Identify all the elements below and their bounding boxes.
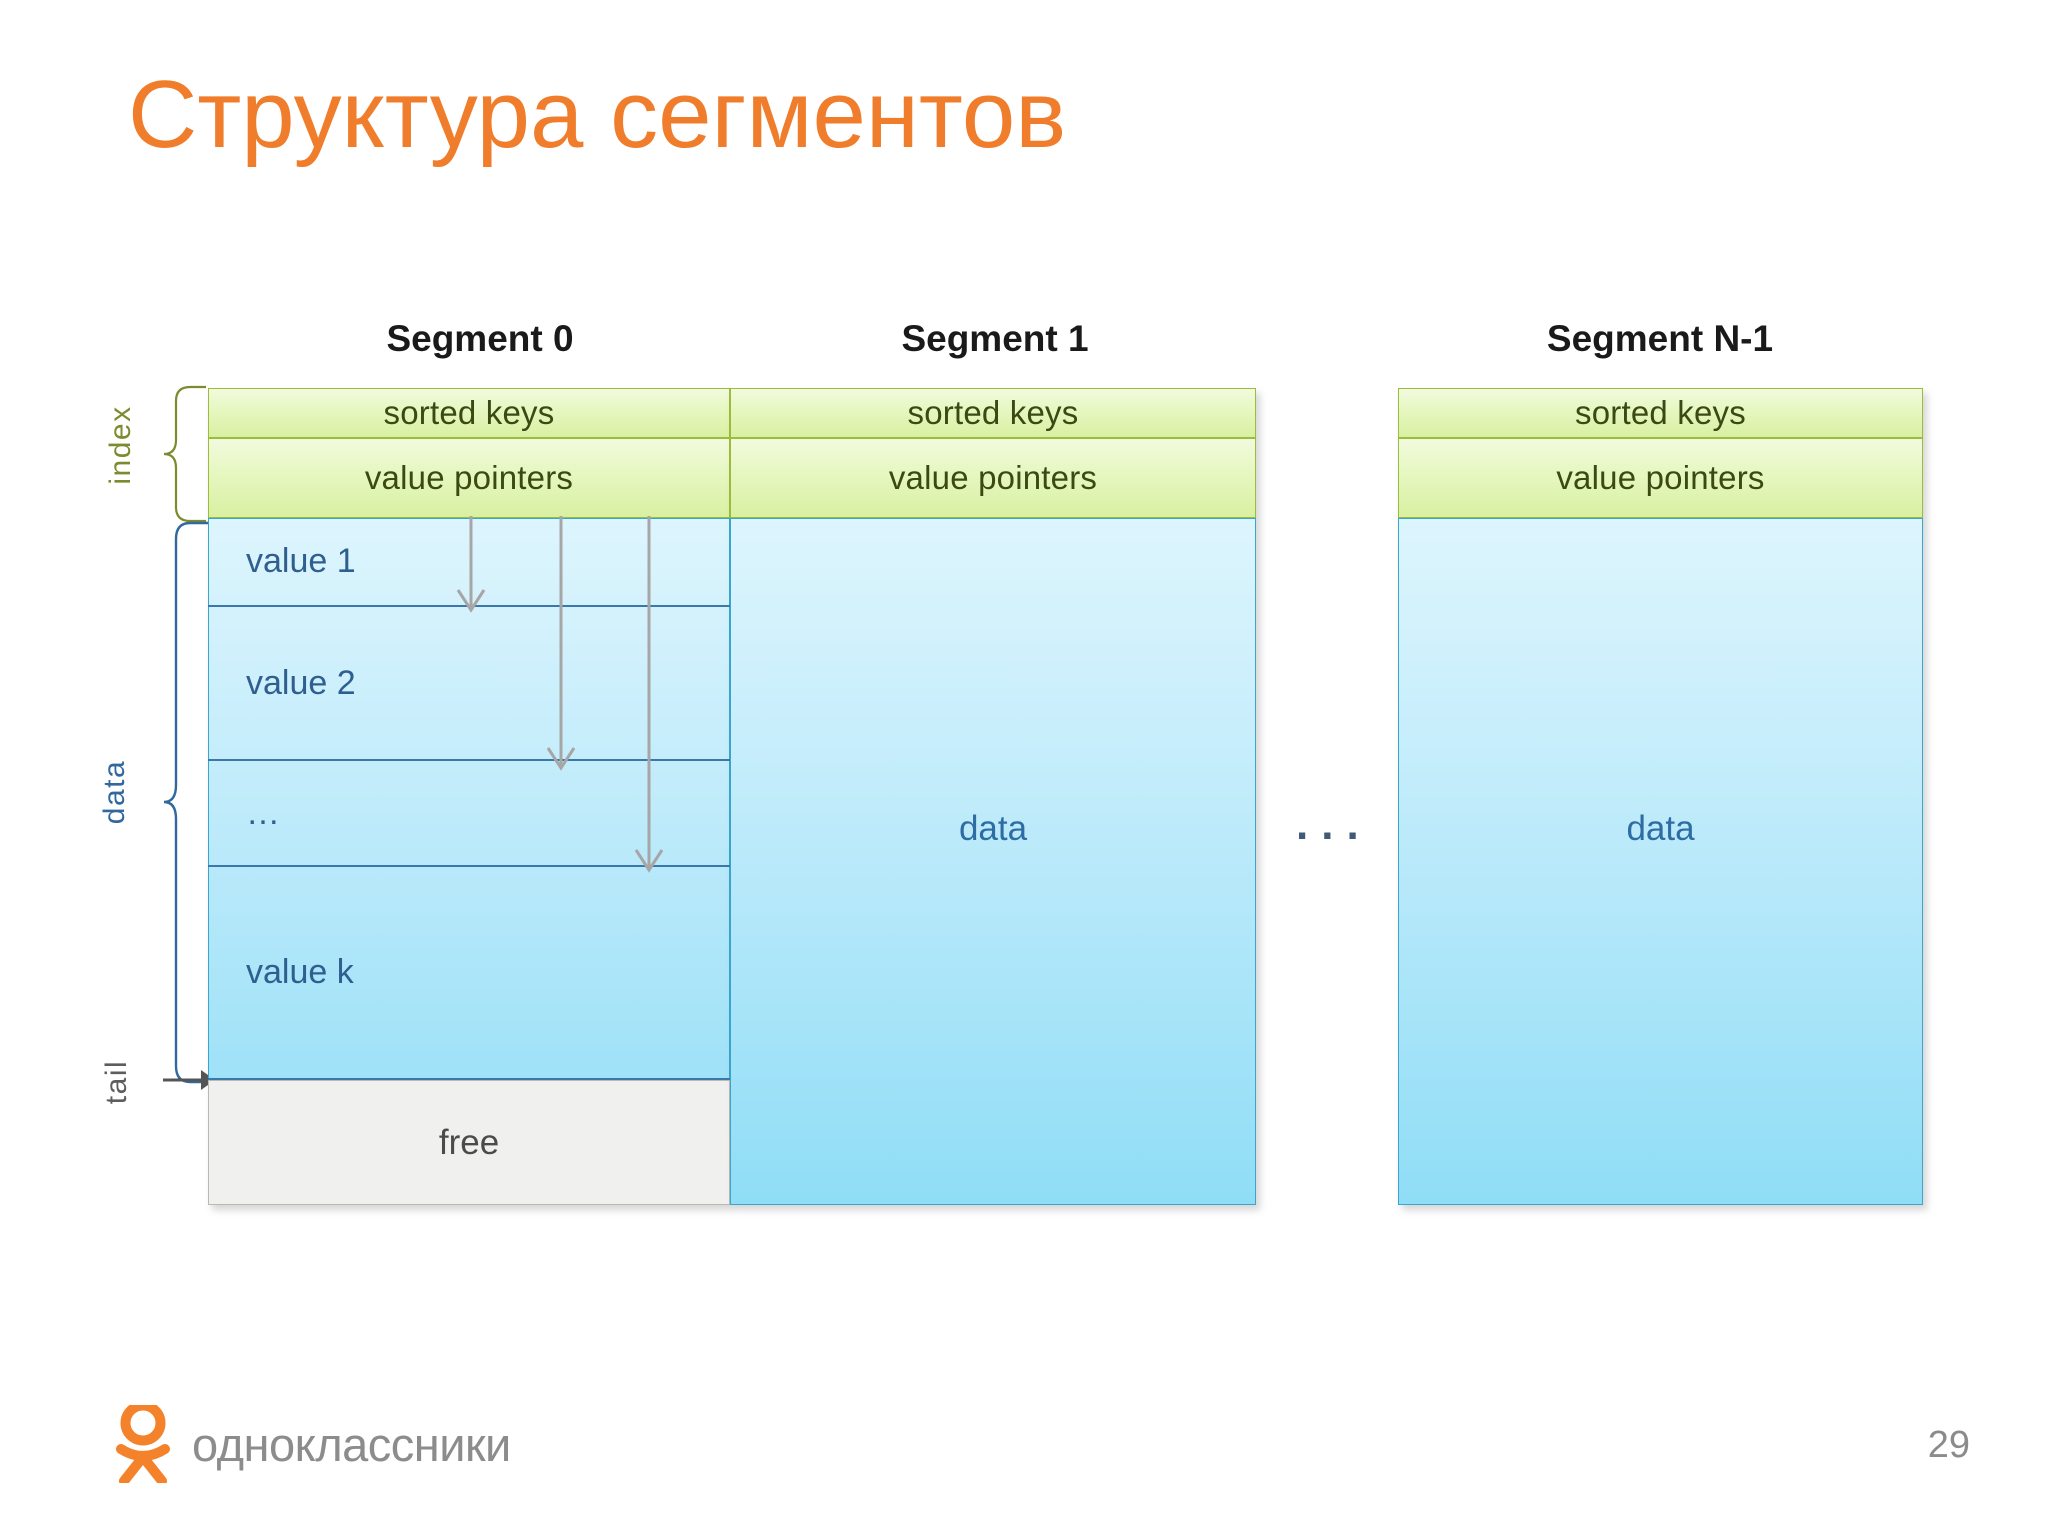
segment-1-data-area: data xyxy=(730,518,1256,1205)
free-label: free xyxy=(438,1122,500,1162)
data-brace xyxy=(163,521,210,1084)
segment-1-data-label: data xyxy=(958,809,1028,848)
segment-0-value-row-2: value 2 xyxy=(208,607,730,761)
segment-0-free-row: free xyxy=(208,1080,730,1205)
segment-0-caption: Segment 0 xyxy=(386,318,574,359)
segment-n1-value-pointers: value pointers xyxy=(1398,438,1923,518)
sorted-keys-label: sorted keys xyxy=(907,394,1079,431)
value-pointer-arrow-1 xyxy=(456,516,486,613)
sorted-keys-label: sorted keys xyxy=(1575,394,1746,431)
segment-n1-sorted-keys: sorted keys xyxy=(1398,388,1923,438)
index-label: index xyxy=(104,405,137,485)
segment-0-value-pointers: value pointers xyxy=(208,438,730,518)
segment-1-value-pointers: value pointers xyxy=(730,438,1256,518)
data-label-side: data xyxy=(98,759,131,825)
value-row-label: … xyxy=(246,793,280,832)
value-row-label: value k xyxy=(246,953,354,991)
value-row-label: value 2 xyxy=(246,663,356,702)
value-pointer-arrow-3 xyxy=(634,516,664,873)
index-brace xyxy=(163,385,206,523)
segment-n1-data-area: data xyxy=(1398,518,1923,1205)
segment-1-caption: Segment 1 xyxy=(901,318,1089,359)
value-pointers-label: value pointers xyxy=(888,459,1098,496)
segment-0-value-row-ellipsis: … xyxy=(208,761,730,867)
value-row-label: value 1 xyxy=(246,542,356,580)
segment-n1-caption: Segment N-1 xyxy=(1546,318,1774,359)
value-pointers-label: value pointers xyxy=(1556,459,1765,496)
segment-n1: data sorted keys value pointers xyxy=(1398,388,1923,1205)
page-number: 29 xyxy=(1927,1424,1970,1466)
segments-ellipsis: ... xyxy=(1296,800,1372,849)
value-pointer-arrow-2 xyxy=(546,516,576,771)
ok-logo-icon xyxy=(116,1405,170,1483)
value-pointers-label: value pointers xyxy=(364,459,574,496)
segment-1-sorted-keys: sorted keys xyxy=(730,388,1256,438)
page-title: Структура сегментов xyxy=(128,61,1067,168)
segment-n1-data-label: data xyxy=(1626,809,1695,848)
sorted-keys-label: sorted keys xyxy=(383,394,555,431)
footer-logo: одноклассники xyxy=(112,1405,511,1483)
segment-0-sorted-keys: sorted keys xyxy=(208,388,730,438)
segment-1: data sorted keys value pointers xyxy=(730,388,1256,1205)
tail-label: tail xyxy=(100,1059,133,1105)
footer-brand-name: одноклассники xyxy=(192,1417,511,1471)
segment-0-value-row-k: value k xyxy=(208,867,730,1080)
